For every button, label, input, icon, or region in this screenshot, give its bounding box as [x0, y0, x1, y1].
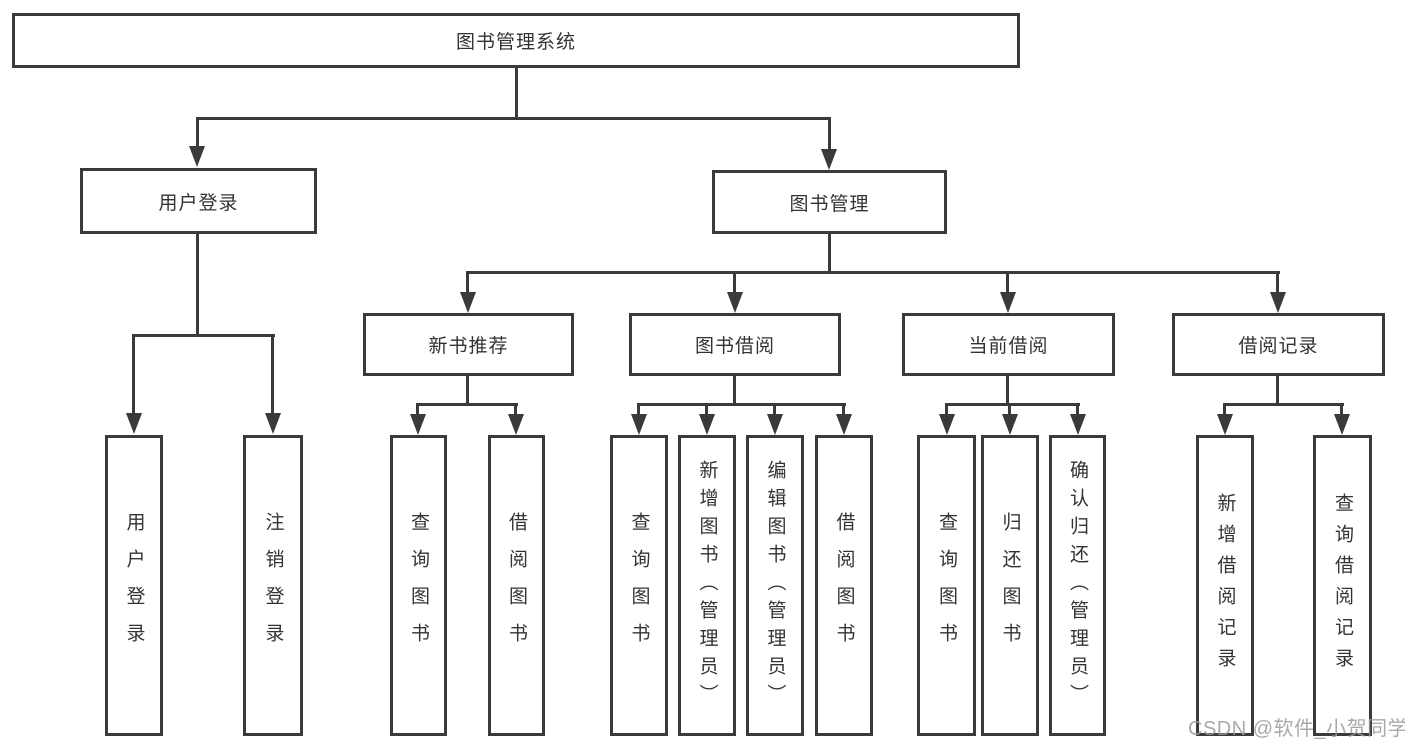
connector-line	[132, 334, 275, 337]
connector-line	[733, 271, 736, 293]
node-label: 编辑图书（管理员）	[764, 459, 786, 712]
arrow-down-icon	[508, 414, 524, 435]
leaf-add-borrow-record: 新增借阅记录	[1196, 435, 1254, 736]
node-label: 图书管理	[789, 193, 870, 215]
connector-line	[1223, 403, 1226, 415]
connector-line	[466, 271, 1280, 274]
arrow-down-icon	[939, 414, 955, 435]
node-label: 查询图书	[628, 511, 650, 660]
connector-line	[196, 117, 199, 147]
connector-line	[1006, 271, 1009, 293]
connector-line	[416, 403, 419, 415]
connector-line	[515, 68, 518, 120]
node-borrowing-records: 借阅记录	[1172, 313, 1385, 376]
connector-line	[842, 403, 845, 415]
arrow-down-icon	[821, 149, 837, 170]
connector-line	[1223, 403, 1344, 406]
arrow-down-icon	[767, 414, 783, 435]
node-label: 确认归还（管理员）	[1067, 459, 1088, 712]
leaf-query-books-current: 查询图书	[917, 435, 976, 736]
connector-line	[1008, 403, 1011, 415]
arrow-down-icon	[836, 414, 852, 435]
leaf-borrow-books-recommend: 借阅图书	[488, 435, 545, 736]
leaf-edit-books-admin: 编辑图书（管理员）	[746, 435, 804, 736]
arrow-down-icon	[460, 292, 476, 313]
leaf-return-books: 归还图书	[981, 435, 1039, 736]
leaf-add-books-admin: 新增图书（管理员）	[678, 435, 736, 736]
arrow-down-icon	[699, 414, 715, 435]
connector-line	[514, 403, 517, 415]
connector-line	[1276, 271, 1279, 293]
node-new-book-recommend: 新书推荐	[363, 313, 574, 376]
leaf-query-books-borrowing: 查询图书	[610, 435, 668, 736]
node-book-management: 图书管理	[712, 170, 947, 234]
arrow-down-icon	[631, 414, 647, 435]
node-label: 新增图书（管理员）	[696, 459, 718, 712]
arrow-down-icon	[1334, 414, 1350, 435]
node-label: 用户登录	[123, 511, 145, 660]
node-label: 新书推荐	[428, 336, 509, 357]
node-book-borrowing: 图书借阅	[629, 313, 841, 376]
leaf-query-books-recommend: 查询图书	[390, 435, 447, 736]
node-current-borrowing: 当前借阅	[902, 313, 1115, 376]
connector-line	[945, 403, 1080, 406]
connector-line	[416, 403, 518, 406]
connector-line	[132, 334, 135, 414]
node-label: 注销登录	[262, 511, 284, 660]
node-label: 借阅记录	[1238, 336, 1319, 357]
connector-line	[271, 334, 274, 414]
arrow-down-icon	[1217, 414, 1233, 435]
connector-line	[196, 233, 199, 336]
connector-line	[466, 271, 469, 293]
csdn-watermark: CSDN @软件_小贺同学	[1188, 718, 1405, 740]
connector-line	[828, 117, 831, 150]
arrow-down-icon	[1070, 414, 1086, 435]
arrow-down-icon	[410, 414, 426, 435]
connector-line	[945, 403, 948, 415]
arrow-down-icon	[189, 146, 205, 167]
arrow-down-icon	[126, 413, 142, 434]
node-label: 当前借阅	[968, 336, 1049, 357]
connector-line	[1340, 403, 1343, 415]
arrow-down-icon	[1000, 292, 1016, 313]
leaf-logout: 注销登录	[243, 435, 303, 736]
node-label: 借阅图书	[506, 511, 527, 660]
node-library-system: 图书管理系统	[12, 13, 1020, 68]
leaf-query-borrow-record: 查询借阅记录	[1313, 435, 1372, 736]
node-user-login: 用户登录	[80, 168, 317, 234]
arrow-down-icon	[265, 413, 281, 434]
node-label: 用户登录	[158, 192, 239, 214]
connector-line	[1006, 376, 1009, 406]
connector-line	[705, 403, 708, 415]
connector-line	[733, 376, 736, 406]
leaf-borrow-books-borrowing: 借阅图书	[815, 435, 873, 736]
leaf-user-login: 用户登录	[105, 435, 163, 736]
node-label: 查询图书	[408, 511, 429, 660]
connector-line	[1276, 376, 1279, 406]
connector-line	[637, 403, 640, 415]
connector-line	[828, 233, 831, 274]
arrow-down-icon	[727, 292, 743, 313]
connector-line	[773, 403, 776, 415]
node-label: 图书管理系统	[455, 32, 576, 53]
connector-line	[1076, 403, 1079, 415]
node-label: 图书借阅	[694, 336, 775, 357]
connector-line	[637, 403, 846, 406]
arrow-down-icon	[1002, 414, 1018, 435]
node-label: 查询图书	[936, 511, 957, 660]
leaf-confirm-return-admin: 确认归还（管理员）	[1049, 435, 1106, 736]
node-label: 新增借阅记录	[1214, 492, 1236, 679]
arrow-down-icon	[1270, 292, 1286, 313]
node-label: 借阅图书	[833, 511, 855, 660]
connector-line	[196, 117, 831, 120]
node-label: 查询借阅记录	[1332, 492, 1353, 679]
node-label: 归还图书	[999, 511, 1021, 660]
connector-line	[466, 376, 469, 406]
